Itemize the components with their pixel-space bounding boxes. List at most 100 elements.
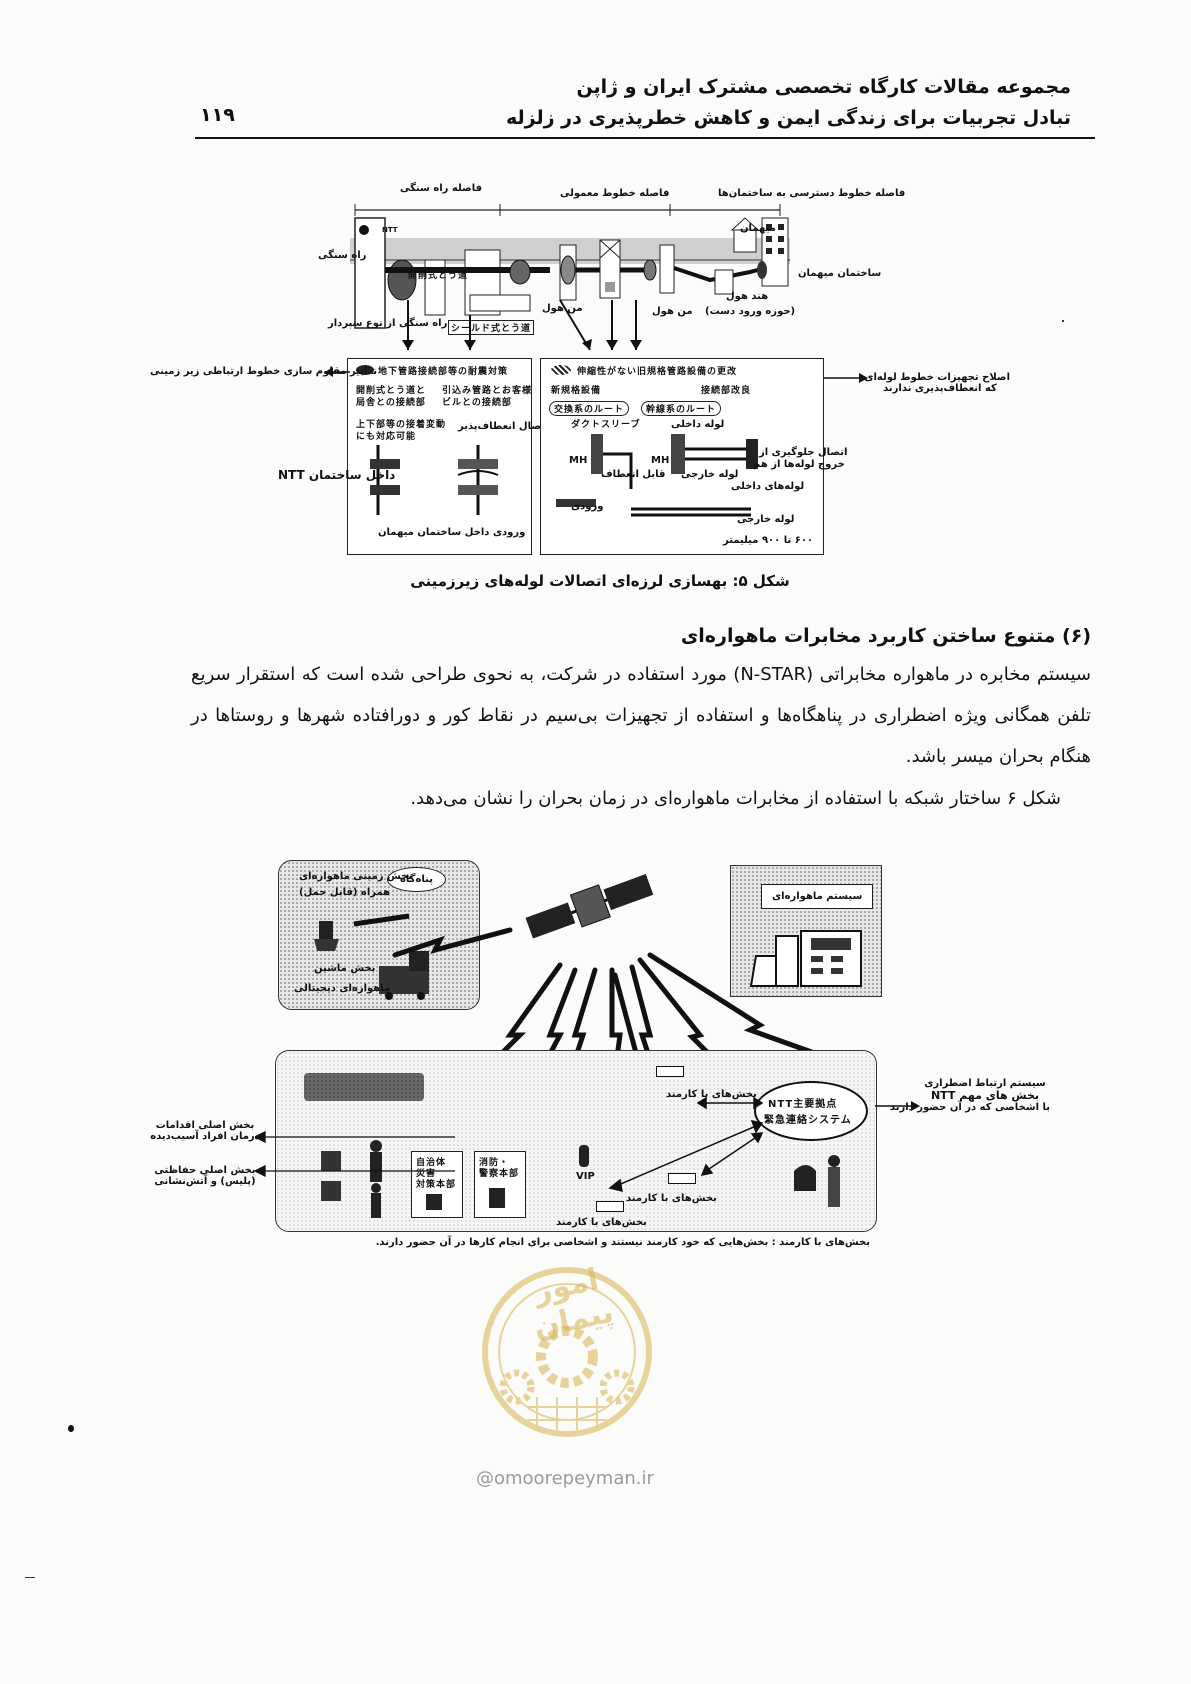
fig5-size-range: ۶۰۰ تا ۹۰۰ میلیمتر [723, 535, 814, 546]
fig5-inner-pipes: لوله‌های داخلی [731, 481, 805, 492]
fig5-normal-lines-distance: فاصله خطوط معمولی [560, 188, 670, 199]
fig6-black-label [304, 1073, 424, 1101]
fig6-main-treatment-1: بخش اصلی اقدامات [155, 1120, 255, 1131]
fig5-hand-hole: هند هول [726, 291, 769, 302]
fig5-jp-open-tunnel: 開削式とう道 [408, 271, 469, 281]
fig5-pipeline-drawing [350, 204, 790, 350]
fig6-jp-box-1b: 災害 [416, 1169, 437, 1179]
fig5-stone-road-distance: فاصله راه سنگی [400, 183, 483, 194]
fig5-guest-building: ساختمان میهمان [798, 268, 882, 279]
fig5-guest: میهمان [740, 223, 776, 234]
fig6-staffed-box-3 [596, 1201, 624, 1212]
watermark-logo [482, 1267, 652, 1437]
fig6-shelter-drawing [314, 913, 429, 1000]
fig6-staffed-1: بخش‌های با کارمند [666, 1089, 757, 1100]
fig6-ntt-emergency-2: 緊急連絡システム [764, 1115, 852, 1126]
fig6-main-panel: 自治体 災害 対策本部 消防・ 警察本部 VIP NTT主要拠点 緊急連絡システ… [275, 1050, 877, 1232]
fig5-pipe-repair: اصلاح تجهیزات خطوط لوله‌ای که انعطاف‌پذی… [864, 372, 1010, 394]
scan-speck [68, 1425, 74, 1432]
fig5-jp-g: 新規格設備 [551, 386, 602, 396]
fig6-box-fire-police: 消防・ 警察本部 [474, 1151, 526, 1218]
fig6-people-left [321, 1140, 382, 1218]
fig5-jp-h: 接続部改良 [701, 386, 752, 396]
fig5-prevent-joint-1: اتصال جلوگیری از [759, 447, 848, 458]
fig6-jp-box-1a: 自治体 [416, 1158, 447, 1168]
fig6-box-municipal: 自治体 災害 対策本部 [411, 1151, 463, 1218]
fig6-arrows-left [255, 1131, 455, 1178]
fig5-arrow-left [325, 367, 350, 377]
fig6-mobile-ground: بخش زمینی ماهواره‌ای [299, 871, 413, 882]
fig5-ntt-inside: داخل ساختمان NTT [278, 468, 396, 482]
fig5-stone-road: راه سنگی [318, 250, 367, 261]
fig6-satellite-console-drawing [749, 930, 862, 987]
fig5-mh-1: MH [569, 455, 588, 466]
fig6-shelter-panel: پناه‌گاه بخش زمینی ماهواره‌ای همراه (قاب… [278, 860, 480, 1010]
fig5-flex-joint: اتصال انعطاف‌پذیر [458, 421, 549, 432]
fig6-staffed-box-1 [656, 1066, 684, 1077]
fig5-underground-measures: تدابیر مقاوم سازی خطوط ارتباطی زیر زمینی [150, 366, 377, 377]
fig5-left-box: 地下管路接続部等の耐震対策 開削式とう道と 局舎との接続部 引込み管路とお客様 … [347, 358, 548, 555]
fig6-link-arrows [608, 1096, 764, 1193]
fig5-left-box-drawing [370, 445, 499, 515]
fig5-jp-left-title: 地下管路接続部等の耐震対策 [378, 367, 509, 377]
fig5-manhole-2: من هول [652, 306, 693, 317]
fig6-jp-box-2b: 警察本部 [479, 1169, 520, 1179]
fig6-emergency-system-1: سیستم ارتباط اضطراری [924, 1078, 1046, 1089]
fig5-right-box-drawing [556, 434, 758, 517]
fig6-main-protection-2: (پلیس) و آتش‌نشانی [154, 1176, 256, 1187]
fig6-main-protection: بخش اصلی حفاظتی (پلیس) و آتش‌نشانی [150, 1165, 260, 1187]
fig6-vip: VIP [576, 1171, 595, 1182]
fig5-flex-cable: قابل انعطاف [601, 469, 666, 480]
fig6-staffed-box-2 [668, 1173, 696, 1184]
fig6-staffed-3: بخش‌های با کارمند [556, 1217, 647, 1228]
fig5-jp-f: にも対応可能 [356, 432, 417, 442]
scan-mark [25, 1577, 35, 1578]
watermark-url: @omoorepeyman.ir [476, 1468, 654, 1489]
fig5-shield-stone-road: راه سنگی از نوع سپردار [328, 318, 448, 329]
section-paragraph: سیستم مخابره در ماهواره مخابراتی (N-STAR… [191, 664, 1091, 767]
fig5-jp-i: 交換系のルート [549, 401, 630, 416]
fig5-jp-k: ダクトスリーブ [571, 420, 641, 430]
fig5-outer-pipe: لوله خارجی [681, 469, 739, 480]
fig5-prevent-joint-2: خروج لوله‌ها از هم [753, 459, 845, 470]
fig5-jp-right-title: 伸縮性がない旧規格管路設備の更改 [577, 367, 738, 377]
fig5-pipe-repair-1: اصلاح تجهیزات خطوط لوله‌ای [864, 372, 1010, 383]
fig6-main-protection-1: بخش اصلی حفاظتی [154, 1165, 256, 1176]
fig5-building-access-distance: فاصله خطوط دسترسی به ساختمان‌ها [718, 188, 906, 199]
fig5-jp-b: 局舎との接続部 [356, 398, 426, 408]
section-paragraph-2: شکل ۶ ساختار شبکه با استفاده از مخابرات … [410, 788, 1061, 809]
fig5-mh-2: MH [651, 455, 670, 466]
fig5-jp-d: ビルとの接続部 [442, 398, 512, 408]
header-rule [195, 137, 1095, 139]
fig6-mobile-ground-2: همراه (قابل حمل) [299, 887, 391, 898]
fig5-inner-pipe: لوله داخلی [671, 419, 725, 430]
fig5-jp-e: 上下部等の接着変動 [356, 420, 447, 430]
fig6-ntt-emergency-1: NTT主要拠点 [768, 1099, 838, 1110]
fig6-ntt-emergency: NTT主要拠点 緊急連絡システム [754, 1081, 868, 1141]
fig6-emergency-system-2: بخش های مهم NTT [930, 1089, 1040, 1102]
fig6-footnote: بخش‌های با کارمند : بخش‌هایی که خود کارم… [375, 1237, 870, 1248]
fig6-satellite-system-panel: سیستم ماهواره‌ای [730, 865, 882, 997]
fig6-vip-person [579, 1145, 589, 1167]
fig6-people-right [794, 1155, 840, 1207]
at-icon: @ [476, 1468, 494, 1489]
fig5-arrow-right [823, 373, 868, 383]
fig6-jp-box-2a: 消防・ [479, 1158, 510, 1168]
scan-dot [1062, 320, 1064, 322]
fig5-jp-j: 幹線系のルート [641, 401, 722, 416]
header-title-line1: مجموعه مقالات کارگاه تخصصی مشترک ایران و… [576, 76, 1071, 98]
fig5-outer-pipe-2: لوله خارجی [737, 514, 795, 525]
watermark-url-text: omoorepeyman.ir [494, 1468, 654, 1489]
fig5-entry: ورودی [571, 501, 604, 512]
fig6-jp-box-1c: 対策本部 [416, 1180, 457, 1190]
fig5-right-box: 伸縮性がない旧規格管路設備の更改 新規格設備 接続部改良 交換系のルート 幹線系… [540, 358, 847, 555]
fig6-arrow-right [875, 1101, 920, 1111]
figure-6: پناه‌گاه بخش زمینی ماهواره‌ای همراه (قاب… [150, 835, 1050, 1255]
fig6-satellite-system: سیستم ماهواره‌ای [761, 884, 874, 909]
fig5-manhole-1: من هول [542, 303, 583, 314]
section-heading: (۶) متنوع ساختن کاربرد مخابرات ماهواره‌ا… [680, 625, 1091, 647]
fig6-digital-truck-2: ماهواره‌ای دیجیتالی [294, 983, 391, 994]
figure5-caption: شکل ۵: بهسازی لرزه‌ای اتصالات لوله‌های ز… [410, 572, 790, 590]
fig6-staffed-2: بخش‌های با کارمند [626, 1193, 717, 1204]
page-number: ۱۱۹ [200, 104, 235, 126]
